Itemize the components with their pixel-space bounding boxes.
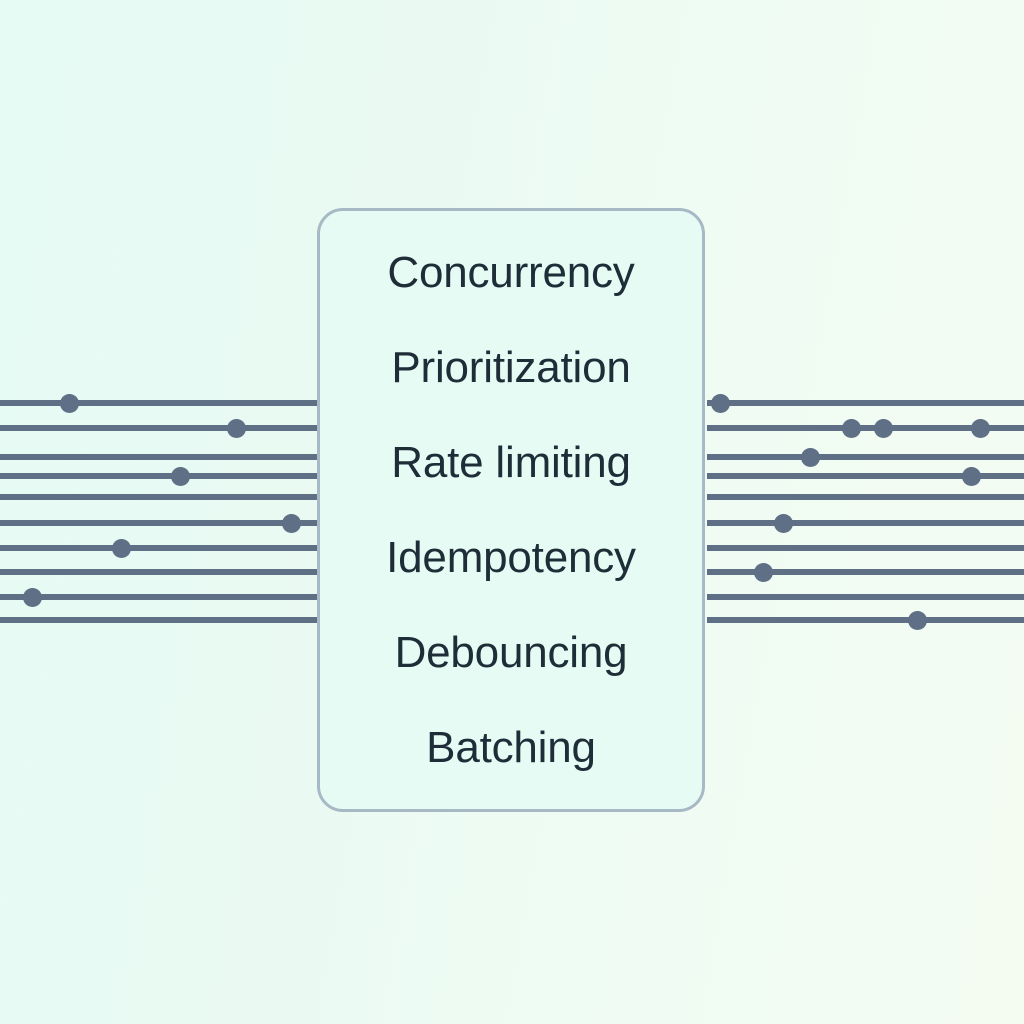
rail-right-marker-1-1 bbox=[710, 393, 730, 413]
rail-left-line-8 bbox=[0, 569, 317, 575]
rail-left-line-10 bbox=[0, 617, 317, 623]
rail-right-line-1 bbox=[707, 400, 1024, 406]
rail-left-marker-2-1 bbox=[226, 418, 246, 438]
rail-right-line-10 bbox=[707, 617, 1024, 623]
rail-right-marker-3-1 bbox=[800, 447, 820, 467]
concept-item-debouncing[interactable]: Debouncing bbox=[394, 628, 628, 677]
rail-right-line-5 bbox=[707, 494, 1024, 500]
rail-left-line-2 bbox=[0, 425, 317, 431]
concept-item-batching[interactable]: Batching bbox=[426, 723, 596, 772]
concept-item-prioritization[interactable]: Prioritization bbox=[391, 343, 631, 392]
concept-item-concurrency[interactable]: Concurrency bbox=[387, 248, 635, 297]
rail-right-marker-10-1 bbox=[907, 610, 927, 630]
rail-right-marker-8-1 bbox=[753, 562, 773, 582]
rail-right-marker-6-1 bbox=[773, 513, 793, 533]
rail-right-line-8 bbox=[707, 569, 1024, 575]
rail-right-marker-2-3 bbox=[970, 418, 990, 438]
rail-right-line-6 bbox=[707, 520, 1024, 526]
rail-left-line-3 bbox=[0, 454, 317, 460]
rail-right-marker-4-1 bbox=[961, 466, 981, 486]
rail-left-line-6 bbox=[0, 520, 317, 526]
rail-left-line-7 bbox=[0, 545, 317, 551]
rail-left-marker-9-1 bbox=[22, 587, 42, 607]
rail-right-line-9 bbox=[707, 594, 1024, 600]
rail-right-line-3 bbox=[707, 454, 1024, 460]
rail-right-marker-2-2 bbox=[873, 418, 893, 438]
rail-left-marker-7-1 bbox=[111, 538, 131, 558]
rail-left-line-4 bbox=[0, 473, 317, 479]
rail-right-line-2 bbox=[707, 425, 1024, 431]
concept-card: Concurrency Prioritization Rate limiting… bbox=[317, 208, 705, 812]
rail-right-line-4 bbox=[707, 473, 1024, 479]
concept-list: Concurrency Prioritization Rate limiting… bbox=[320, 225, 702, 795]
rail-left-line-1 bbox=[0, 400, 317, 406]
concept-item-idempotency[interactable]: Idempotency bbox=[386, 533, 636, 582]
rail-left-marker-6-1 bbox=[281, 513, 301, 533]
rail-left-marker-1-1 bbox=[59, 393, 79, 413]
rail-left-line-5 bbox=[0, 494, 317, 500]
rail-left-marker-4-1 bbox=[170, 466, 190, 486]
rail-left-line-9 bbox=[0, 594, 317, 600]
rail-right-line-7 bbox=[707, 545, 1024, 551]
concept-item-rate-limiting[interactable]: Rate limiting bbox=[391, 438, 631, 487]
rail-right-marker-2-1 bbox=[841, 418, 861, 438]
